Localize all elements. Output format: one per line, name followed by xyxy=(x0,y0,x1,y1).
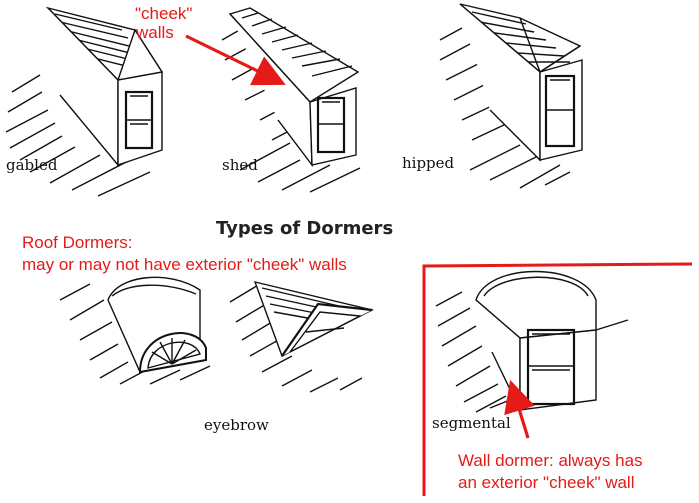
diagram-title: Types of Dormers xyxy=(216,218,394,239)
eyebrow-dormer-drawing xyxy=(229,281,375,393)
cheek-walls-arrow xyxy=(185,34,286,86)
cheek-walls-line1: "cheek" xyxy=(135,4,193,23)
wall-dormer-line1: Wall dormer: always has xyxy=(458,451,643,470)
label-hipped: hipped xyxy=(402,154,455,172)
roof-dormers-line1: Roof Dormers: xyxy=(22,233,133,252)
hipped-dormer-drawing xyxy=(439,3,583,189)
half-round-dormer-drawing xyxy=(59,276,211,385)
wall-dormer-arrow xyxy=(504,379,535,439)
label-segmental: segmental xyxy=(432,414,511,432)
wall-dormer-frame xyxy=(422,262,693,496)
segmental-dormer-drawing xyxy=(435,270,629,413)
label-eyebrow: eyebrow xyxy=(204,416,269,434)
wall-dormer-line2: an exterior "cheek" wall xyxy=(458,473,635,492)
roof-dormers-line2: may or may not have exterior "cheek" wal… xyxy=(22,255,347,274)
label-shed: shed xyxy=(222,156,258,174)
cheek-walls-line2: walls xyxy=(136,23,174,42)
gabled-dormer-drawing xyxy=(5,6,164,197)
label-gabled: gabled xyxy=(6,156,58,174)
